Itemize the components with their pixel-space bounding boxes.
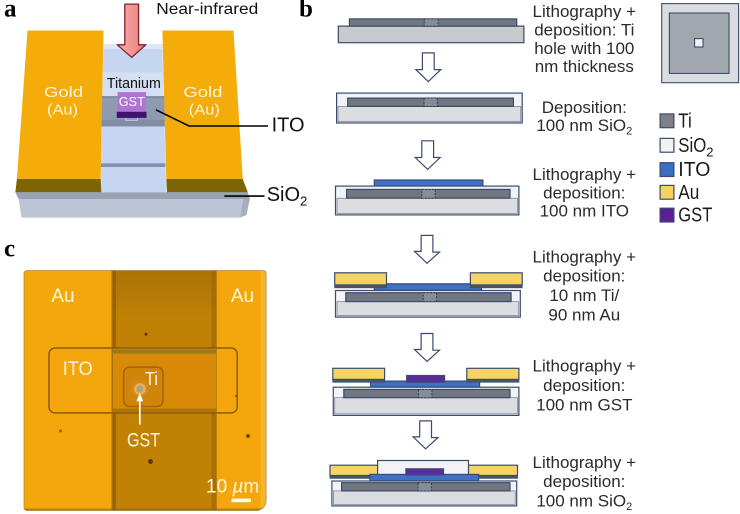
svg-text:Titanium: Titanium	[107, 76, 161, 92]
svg-text:GST: GST	[119, 94, 145, 109]
svg-text:Lithography +: Lithography +	[533, 247, 637, 266]
svg-text:deposition:: deposition:	[543, 267, 625, 286]
svg-text:100 nm GST: 100 nm GST	[536, 396, 632, 415]
svg-text:nm thickness: nm thickness	[535, 57, 634, 76]
svg-text:GST: GST	[127, 431, 160, 452]
svg-text:deposition:: deposition:	[543, 376, 625, 395]
svg-text:(Au): (Au)	[189, 102, 220, 118]
svg-text:b: b	[299, 0, 313, 23]
svg-text:SiO2: SiO2	[678, 135, 713, 160]
svg-text:deposition:: deposition:	[543, 183, 625, 202]
svg-text:90 nm Au: 90 nm Au	[548, 306, 620, 325]
svg-text:100 nm SiO2: 100 nm SiO2	[536, 116, 632, 138]
svg-text:Lithography +: Lithography +	[533, 357, 637, 376]
svg-text:SiO2: SiO2	[267, 184, 308, 209]
svg-text:hole with 100: hole with 100	[534, 39, 634, 58]
svg-text:ITO: ITO	[272, 115, 305, 137]
svg-text:(Au): (Au)	[47, 102, 78, 118]
svg-text:Au: Au	[231, 286, 254, 307]
svg-text:c: c	[4, 236, 15, 263]
svg-text:10 µm: 10 µm	[206, 476, 259, 497]
svg-text:100 nm ITO: 100 nm ITO	[540, 202, 629, 221]
svg-text:Lithography +: Lithography +	[533, 2, 637, 21]
svg-text:ITO: ITO	[63, 359, 93, 380]
svg-text:Ti: Ti	[145, 369, 158, 389]
svg-text:100 nm SiO2: 100 nm SiO2	[536, 492, 632, 513]
svg-text:Lithography +: Lithography +	[533, 165, 637, 184]
svg-text:Ti: Ti	[678, 110, 692, 132]
svg-text:Gold: Gold	[183, 85, 222, 101]
svg-text:Deposition:: Deposition:	[542, 98, 627, 117]
svg-text:Au: Au	[678, 182, 699, 204]
svg-text:a: a	[4, 0, 17, 23]
svg-text:deposition: Ti: deposition: Ti	[534, 21, 634, 40]
svg-text:10 nm Ti/: 10 nm Ti/	[549, 286, 619, 305]
svg-text:Au: Au	[51, 286, 74, 307]
svg-text:deposition:: deposition:	[543, 472, 625, 491]
svg-text:Near-infrared: Near-infrared	[156, 1, 258, 18]
svg-text:Lithography +: Lithography +	[533, 453, 637, 472]
svg-text:ITO: ITO	[678, 159, 710, 181]
svg-text:Gold: Gold	[44, 85, 83, 101]
svg-text:GST: GST	[678, 205, 712, 227]
